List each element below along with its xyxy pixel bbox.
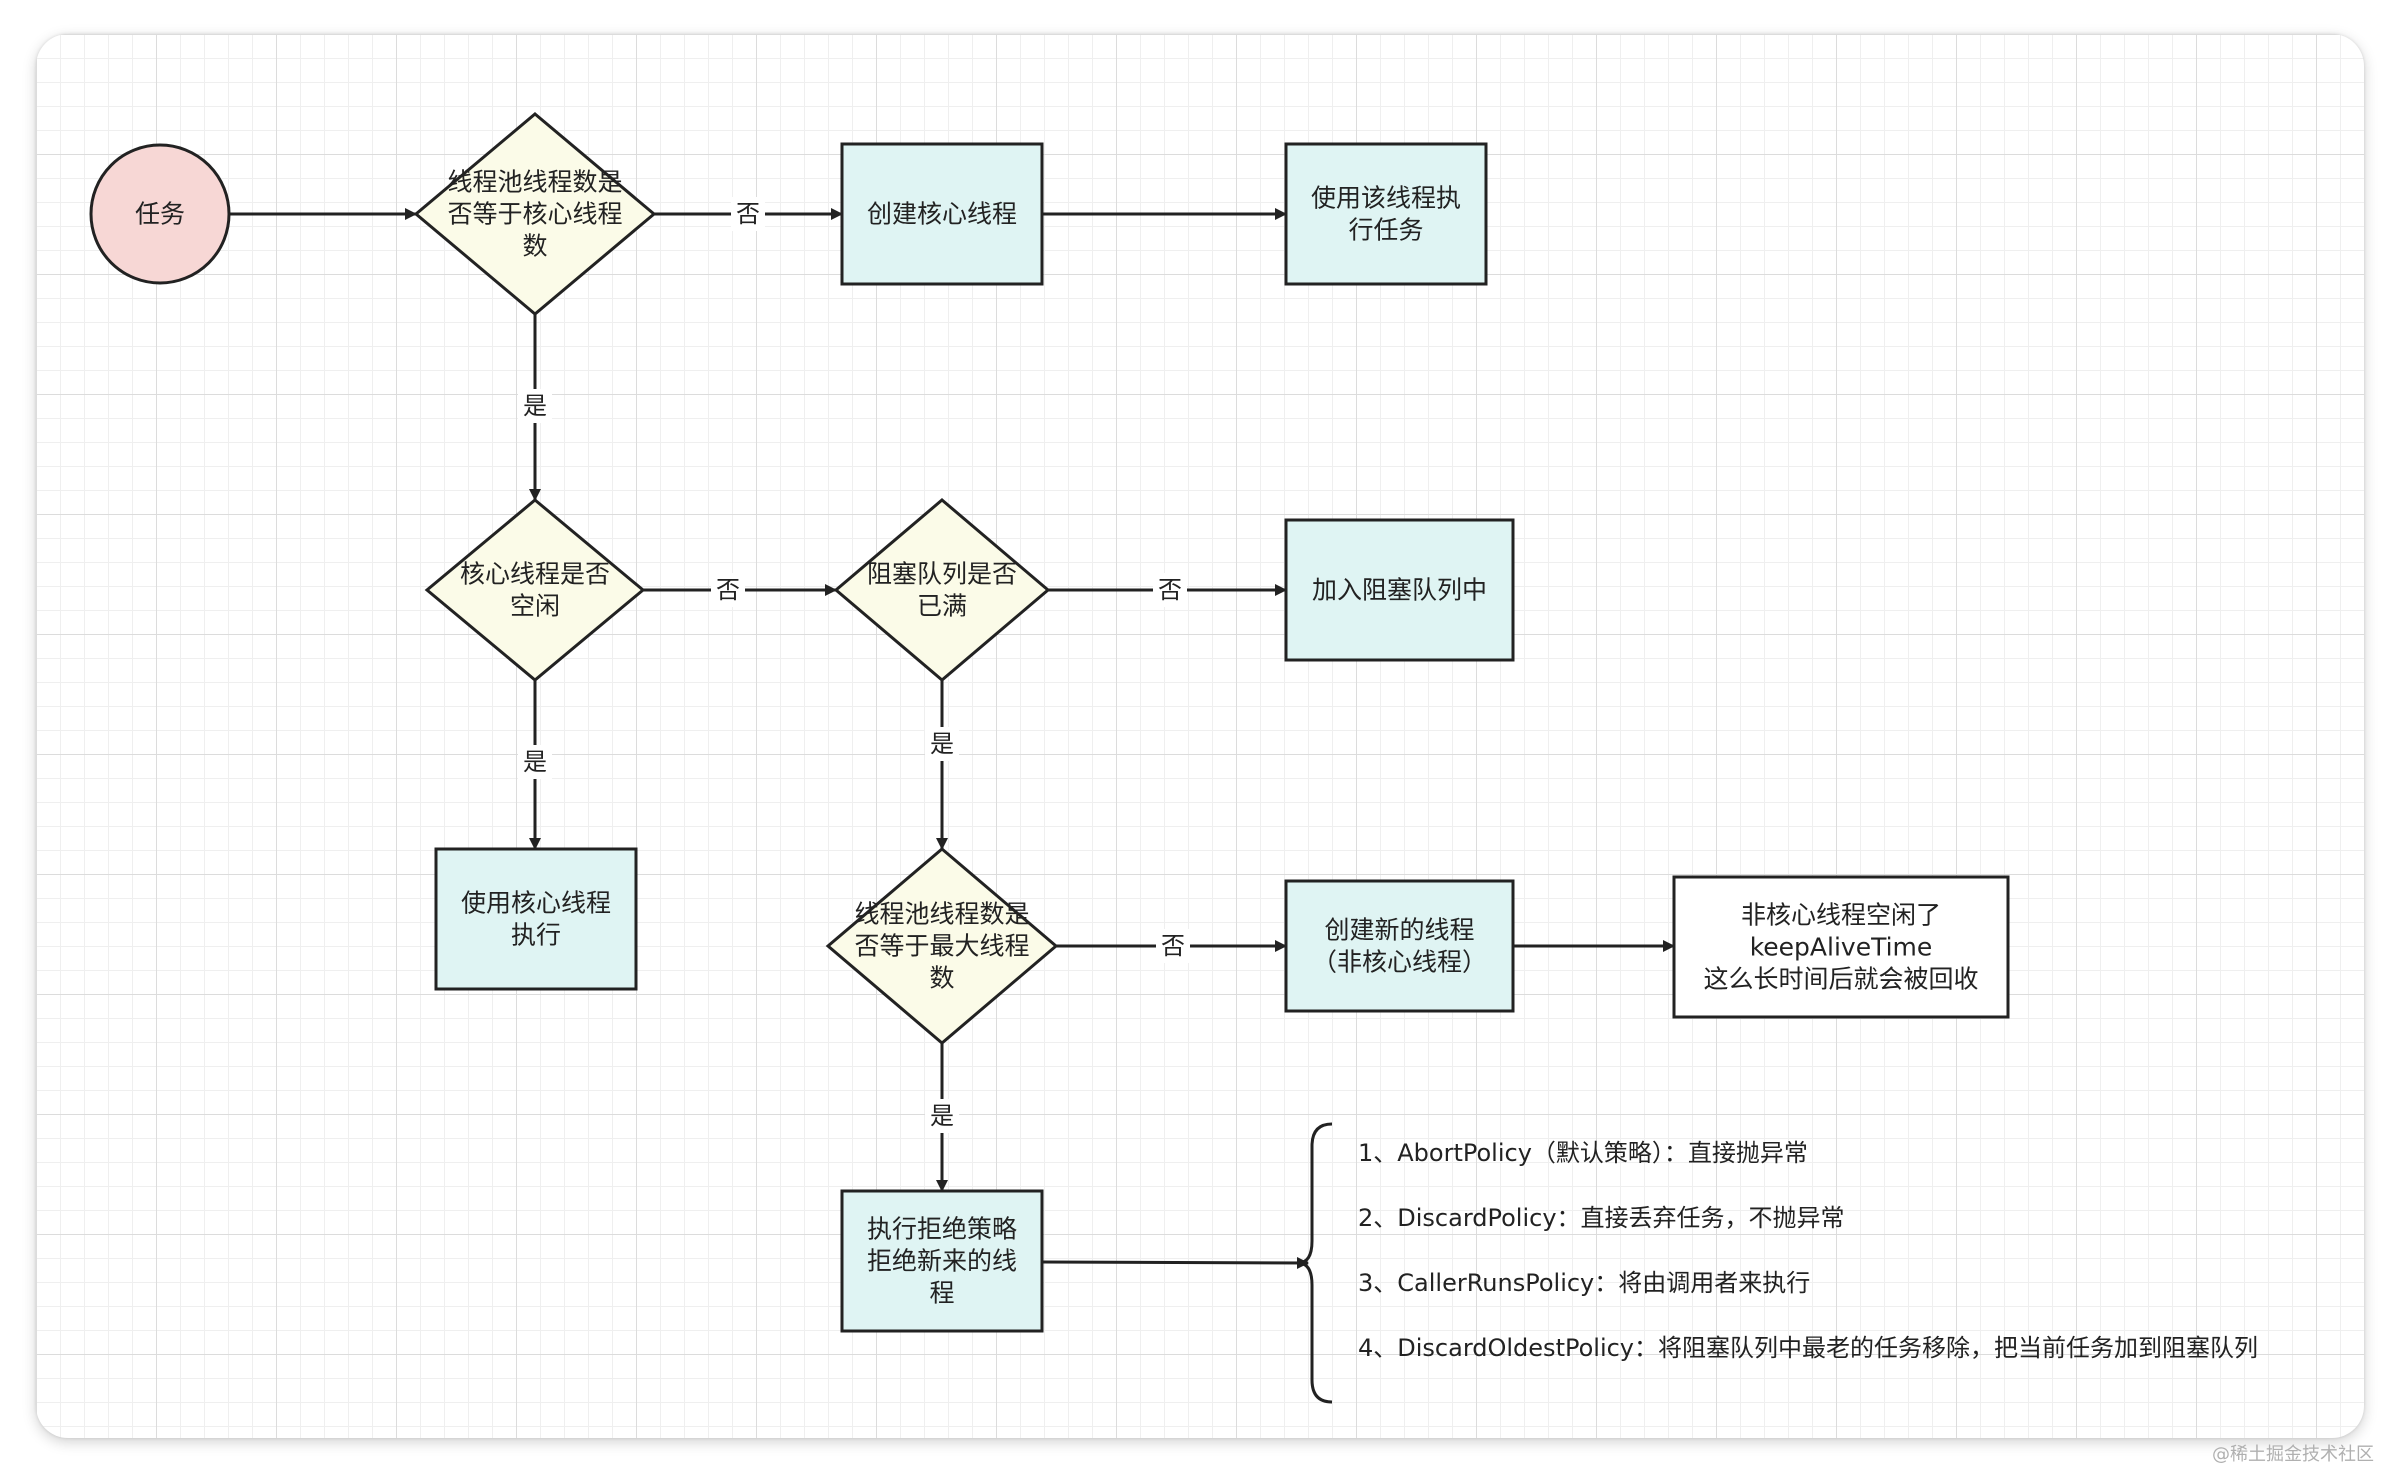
edge-label-bg	[711, 573, 745, 607]
node-label: 否等于核心线程	[447, 200, 622, 229]
flowchart: 任务线程池线程数是否等于核心线程数创建核心线程使用该线程执行任务核心线程是否空闲…	[89, 112, 2258, 1404]
node-label: keepAliveTime	[1750, 933, 1933, 962]
use-core-thread-box-shape	[434, 847, 638, 991]
node-label: 创建新的线程	[1324, 916, 1474, 945]
node-label: 任务	[135, 200, 185, 229]
add-to-queue-box: 加入阻塞队列中	[1284, 518, 1515, 662]
edge-label-yes: 是	[930, 1102, 954, 1130]
node-label: 这么长时间后就会被回收	[1703, 965, 1978, 994]
node-label: 行任务	[1348, 216, 1423, 245]
edge-label-bg	[518, 389, 552, 423]
node-label: 使用核心线程	[461, 889, 611, 918]
create-core-thread-box: 创建核心线程	[840, 142, 1044, 286]
edge-label-no: 否	[716, 576, 740, 604]
non-core-recycle-note-shape	[1672, 875, 2010, 1019]
edge-label-no: 否	[736, 200, 760, 228]
start-task-circle-shape	[89, 143, 231, 285]
diagram-canvas: 任务线程池线程数是否等于核心线程数创建核心线程使用该线程执行任务核心线程是否空闲…	[36, 34, 2364, 1438]
node-label: 执行	[511, 921, 561, 950]
policy-brace	[1297, 1122, 1333, 1404]
policy-item: 4、DiscardOldestPolicy：将阻塞队列中最老的任务移除，把当前任…	[1358, 1334, 2258, 1362]
edge-label-yes: 是	[930, 730, 954, 758]
node-label: 否等于最大线程	[854, 932, 1029, 961]
start-task-circle: 任务	[89, 143, 231, 285]
node-label: 执行拒绝策略	[867, 1215, 1017, 1244]
node-label: 线程池线程数是	[854, 900, 1029, 929]
node-label: 线程池线程数是	[447, 168, 622, 197]
edge-label-no: 否	[1158, 576, 1182, 604]
edge-labels: 否是否否是是否是	[518, 197, 1190, 1133]
node-label: 空闲	[510, 592, 560, 621]
policy-item: 2、DiscardPolicy：直接丢弃任务，不抛异常	[1358, 1204, 1845, 1232]
edge-label-yes: 是	[523, 392, 547, 420]
policy-item: 3、CallerRunsPolicy：将由调用者来执行	[1358, 1269, 1810, 1297]
non-core-recycle-note: 非核心线程空闲了 keepAliveTime 这么长时间后就会被回收	[1672, 875, 2010, 1019]
node-label: 已满	[917, 592, 967, 621]
node-label: 创建核心线程	[867, 200, 1017, 229]
edge-label-bg	[925, 727, 959, 761]
decision-core-thread-count-shape	[413, 112, 657, 316]
watermark: @稀土掘金技术社区	[2212, 1444, 2374, 1465]
policy-item: 1、AbortPolicy（默认策略）：直接抛异常	[1358, 1139, 1808, 1167]
node-label: 拒绝新来的线	[867, 1247, 1017, 1276]
add-to-queue-box-shape	[1284, 518, 1515, 662]
create-core-thread-box-shape	[840, 142, 1044, 286]
edge-reject-to-policies	[1041, 1256, 1309, 1269]
create-new-thread-box-shape	[1284, 879, 1515, 1013]
node-label: （非核心线程）	[1312, 948, 1487, 977]
edge-label-bg	[1156, 929, 1190, 963]
decision-queue-full-shape	[833, 498, 1051, 682]
node-label: 非核心线程空闲了	[1741, 901, 1941, 930]
edge-label-yes: 是	[523, 748, 547, 776]
node-label: 核心线程是否	[460, 560, 610, 589]
nodes: 任务线程池线程数是否等于核心线程数创建核心线程使用该线程执行任务核心线程是否空闲…	[89, 112, 2010, 1333]
node-label: 使用该线程执	[1311, 184, 1461, 213]
decision-core-thread-idle-shape	[424, 498, 646, 682]
edge-label-bg	[518, 745, 552, 779]
node-label: 程	[929, 1279, 954, 1308]
edge-label-bg	[925, 1099, 959, 1133]
node-label: 数	[929, 964, 954, 993]
node-label: 数	[522, 232, 547, 261]
decision-max-thread-count-shape	[825, 847, 1059, 1045]
edge-label-bg	[1153, 573, 1187, 607]
use-this-thread-box-shape	[1284, 142, 1488, 286]
node-label: 阻塞队列是否	[867, 560, 1017, 589]
reject-policy-list: 1、AbortPolicy（默认策略）：直接抛异常 2、DiscardPolicy…	[1297, 1122, 2258, 1404]
node-label: 加入阻塞队列中	[1312, 576, 1487, 605]
edge-label-bg	[731, 197, 765, 231]
reject-policy-box-shape	[840, 1189, 1044, 1333]
edge-label-no: 否	[1161, 932, 1185, 960]
create-new-thread-box: 创建新的线程 （非核心线程）	[1284, 879, 1515, 1013]
